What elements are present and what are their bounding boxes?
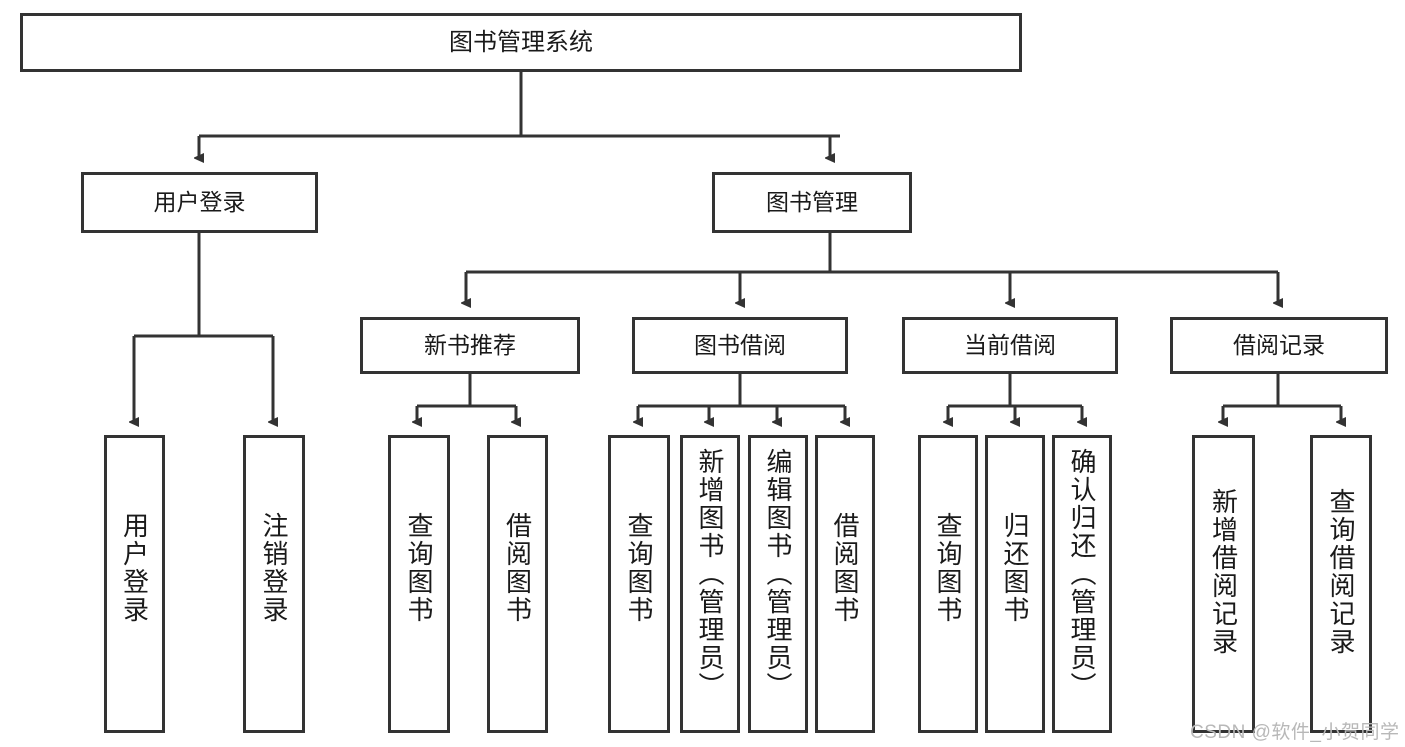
leaf-edit-book-label: 编辑图书（管理员） [763, 448, 793, 700]
node-borrow-record-label: 借阅记录 [1233, 332, 1325, 359]
node-new-book-recommend[interactable]: 新书推荐 [360, 317, 580, 374]
leaf-add-book-label: 新增图书（管理员） [695, 448, 725, 700]
node-current-borrow[interactable]: 当前借阅 [902, 317, 1118, 374]
leaf-logout-login-label: 注销登录 [259, 512, 289, 624]
leaf-confirm-return-label: 确认归还（管理员） [1067, 448, 1097, 700]
leaf-query-book-2[interactable]: 查询图书 [608, 435, 670, 733]
node-book-manage-label: 图书管理 [766, 189, 858, 216]
node-user-login-label: 用户登录 [153, 189, 246, 216]
csdn-watermark: CSDN @软件_小贺同学 [1190, 717, 1399, 744]
leaf-add-book[interactable]: 新增图书（管理员） [680, 435, 740, 733]
node-book-borrow[interactable]: 图书借阅 [632, 317, 848, 374]
leaf-confirm-return[interactable]: 确认归还（管理员） [1052, 435, 1112, 733]
leaf-query-book-2-label: 查询图书 [624, 512, 654, 624]
node-book-manage[interactable]: 图书管理 [712, 172, 912, 233]
leaf-query-book-1[interactable]: 查询图书 [388, 435, 450, 733]
node-borrow-record[interactable]: 借阅记录 [1170, 317, 1388, 374]
leaf-query-book-3[interactable]: 查询图书 [918, 435, 978, 733]
leaf-return-book[interactable]: 归还图书 [985, 435, 1045, 733]
leaf-return-book-label: 归还图书 [1000, 512, 1030, 624]
leaf-user-login-label: 用户登录 [119, 512, 150, 624]
node-new-book-recommend-label: 新书推荐 [424, 332, 516, 359]
leaf-add-record[interactable]: 新增借阅记录 [1192, 435, 1255, 733]
leaf-borrow-book-1-label: 借阅图书 [502, 512, 533, 624]
leaf-borrow-book-2[interactable]: 借阅图书 [815, 435, 875, 733]
leaf-add-record-label: 新增借阅记录 [1208, 488, 1239, 656]
leaf-query-record-label: 查询借阅记录 [1326, 488, 1356, 656]
leaf-query-book-1-label: 查询图书 [404, 512, 434, 624]
csdn-watermark-text: CSDN @软件_小贺同学 [1190, 722, 1400, 743]
leaf-borrow-book-2-label: 借阅图书 [830, 512, 860, 624]
leaf-logout-login[interactable]: 注销登录 [243, 435, 305, 733]
node-root[interactable]: 图书管理系统 [20, 13, 1022, 72]
node-user-login[interactable]: 用户登录 [81, 172, 318, 233]
leaf-query-book-3-label: 查询图书 [933, 512, 963, 624]
leaf-user-login[interactable]: 用户登录 [104, 435, 165, 733]
leaf-query-record[interactable]: 查询借阅记录 [1310, 435, 1372, 733]
node-root-label: 图书管理系统 [449, 28, 593, 56]
leaf-edit-book[interactable]: 编辑图书（管理员） [748, 435, 808, 733]
leaf-borrow-book-1[interactable]: 借阅图书 [487, 435, 548, 733]
node-book-borrow-label: 图书借阅 [694, 332, 786, 359]
node-current-borrow-label: 当前借阅 [964, 332, 1056, 359]
